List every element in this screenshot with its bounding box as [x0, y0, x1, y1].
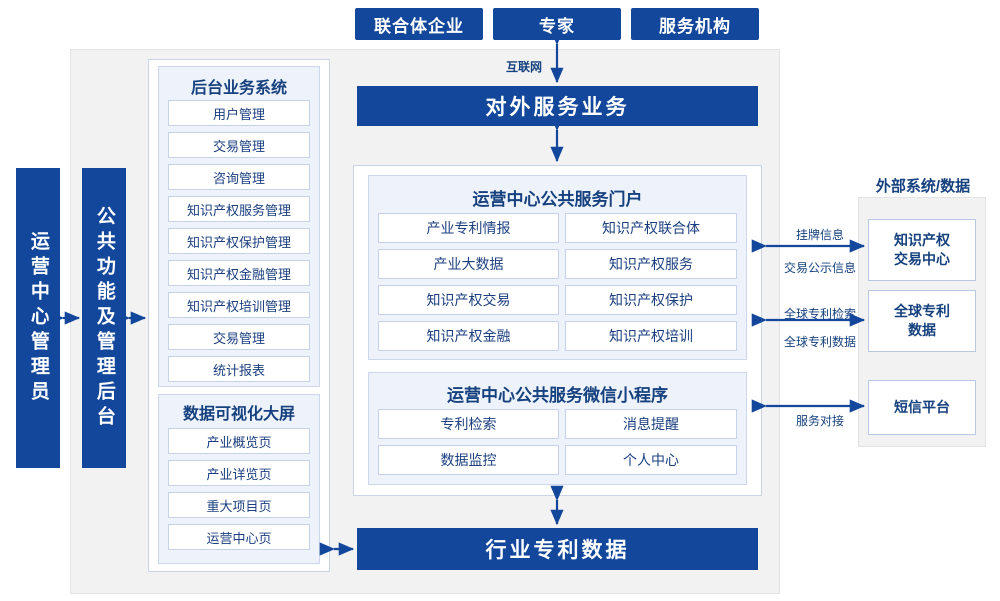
- portal-item-label: 知识产权交易: [426, 292, 511, 308]
- backend-item-label: 用户管理: [212, 106, 265, 122]
- top-entity-label: 服务机构: [659, 16, 731, 36]
- backend-item-1[interactable]: 交易管理: [168, 132, 310, 158]
- miniprogram-item-2[interactable]: 数据监控: [378, 445, 559, 475]
- industry-data-label: 行业专利数据: [485, 539, 630, 562]
- backend-system-title: 后台业务系统: [190, 80, 287, 97]
- external-systems-title: 外部系统/数据: [875, 178, 971, 195]
- portal-item-5[interactable]: 知识产权保护: [565, 285, 737, 315]
- left-role-admin-backend[interactable]: 公共功能及管理后台: [82, 168, 126, 468]
- dashboard-item-label: 产业概览页: [206, 434, 272, 450]
- portal-item-label: 知识产权联合体: [602, 220, 700, 236]
- dashboard-item-0[interactable]: 产业概览页: [168, 428, 310, 454]
- backend-item-7[interactable]: 交易管理: [168, 324, 310, 350]
- backend-item-3[interactable]: 知识产权服务管理: [168, 196, 310, 222]
- backend-item-2[interactable]: 咨询管理: [168, 164, 310, 190]
- dashboard-item-3[interactable]: 运营中心页: [168, 524, 310, 550]
- external-link-label-4: 服务对接: [795, 414, 844, 428]
- dashboard-item-label: 重大项目页: [206, 498, 272, 514]
- top-entity-box-1[interactable]: 专家: [493, 8, 621, 40]
- external-system-label: 短信平台: [894, 399, 950, 416]
- external-system-0[interactable]: 知识产权 交易中心: [868, 219, 976, 281]
- portal-item-0[interactable]: 产业专利情报: [378, 213, 559, 243]
- external-system-1[interactable]: 全球专利 数据: [868, 290, 976, 352]
- external-link-label-2: 全球专利检索: [783, 307, 856, 321]
- backend-item-8[interactable]: 统计报表: [168, 356, 310, 382]
- portal-item-4[interactable]: 知识产权交易: [378, 285, 559, 315]
- backend-item-label: 知识产权培训管理: [186, 298, 291, 314]
- portal-item-label: 知识产权培训: [609, 328, 693, 344]
- dashboard-item-1[interactable]: 产业详览页: [168, 460, 310, 486]
- backend-item-label: 知识产权金融管理: [186, 266, 291, 282]
- internet-label: 互联网: [505, 60, 542, 74]
- dashboard-title: 数据可视化大屏: [182, 406, 295, 423]
- external-link-label-3: 全球专利数据: [783, 335, 856, 349]
- miniprogram-item-0[interactable]: 专利检索: [378, 409, 559, 439]
- portal-item-label: 知识产权保护: [609, 292, 693, 308]
- miniprogram-item-label: 专利检索: [440, 416, 497, 432]
- miniprogram-item-label: 个人中心: [623, 452, 679, 468]
- miniprogram-title: 运营中心公共服务微信小程序: [447, 386, 668, 405]
- portal-item-3[interactable]: 知识产权服务: [565, 249, 737, 279]
- portal-item-6[interactable]: 知识产权金融: [378, 321, 559, 351]
- external-service-bar[interactable]: 对外服务业务: [357, 86, 758, 126]
- backend-item-label: 交易管理: [212, 330, 265, 346]
- top-entity-box-0[interactable]: 联合体企业: [355, 8, 483, 40]
- backend-item-label: 知识产权保护管理: [186, 234, 291, 250]
- external-link-label-0: 挂牌信息: [795, 228, 844, 242]
- external-system-2[interactable]: 短信平台: [868, 380, 976, 435]
- portal-item-2[interactable]: 产业大数据: [378, 249, 559, 279]
- miniprogram-item-3[interactable]: 个人中心: [565, 445, 737, 475]
- portal-item-label: 知识产权金融: [426, 328, 511, 344]
- external-service-label: 对外服务业务: [485, 96, 630, 119]
- left-role-label: 运营中心管理员: [27, 230, 49, 406]
- left-role-label: 公共功能及管理后台: [93, 205, 115, 431]
- miniprogram-item-label: 数据监控: [440, 452, 497, 468]
- backend-item-label: 咨询管理: [212, 170, 265, 186]
- backend-item-0[interactable]: 用户管理: [168, 100, 310, 126]
- industry-data-bar[interactable]: 行业专利数据: [357, 528, 758, 570]
- portal-item-label: 产业专利情报: [426, 220, 511, 236]
- backend-item-label: 统计报表: [212, 362, 265, 378]
- top-entity-label: 联合体企业: [374, 16, 464, 36]
- portal-item-label: 知识产权服务: [609, 256, 693, 272]
- dashboard-item-label: 运营中心页: [206, 530, 272, 546]
- external-system-label: 知识产权 交易中心: [894, 232, 950, 267]
- dashboard-item-label: 产业详览页: [206, 466, 272, 482]
- top-entity-box-2[interactable]: 服务机构: [631, 8, 759, 40]
- external-system-label: 全球专利 数据: [894, 303, 950, 338]
- backend-item-label: 知识产权服务管理: [186, 202, 291, 218]
- miniprogram-item-label: 消息提醒: [623, 416, 679, 432]
- portal-item-label: 产业大数据: [433, 256, 504, 272]
- top-entity-label: 专家: [539, 16, 575, 36]
- backend-item-label: 交易管理: [212, 138, 265, 154]
- portal-item-7[interactable]: 知识产权培训: [565, 321, 737, 351]
- left-role-operator[interactable]: 运营中心管理员: [16, 168, 60, 468]
- external-link-label-1: 交易公示信息: [783, 261, 856, 275]
- miniprogram-item-1[interactable]: 消息提醒: [565, 409, 737, 439]
- dashboard-item-2[interactable]: 重大项目页: [168, 492, 310, 518]
- backend-item-5[interactable]: 知识产权金融管理: [168, 260, 310, 286]
- backend-item-6[interactable]: 知识产权培训管理: [168, 292, 310, 318]
- backend-item-4[interactable]: 知识产权保护管理: [168, 228, 310, 254]
- portal-item-1[interactable]: 知识产权联合体: [565, 213, 737, 243]
- portal-title: 运营中心公共服务门户: [472, 190, 643, 209]
